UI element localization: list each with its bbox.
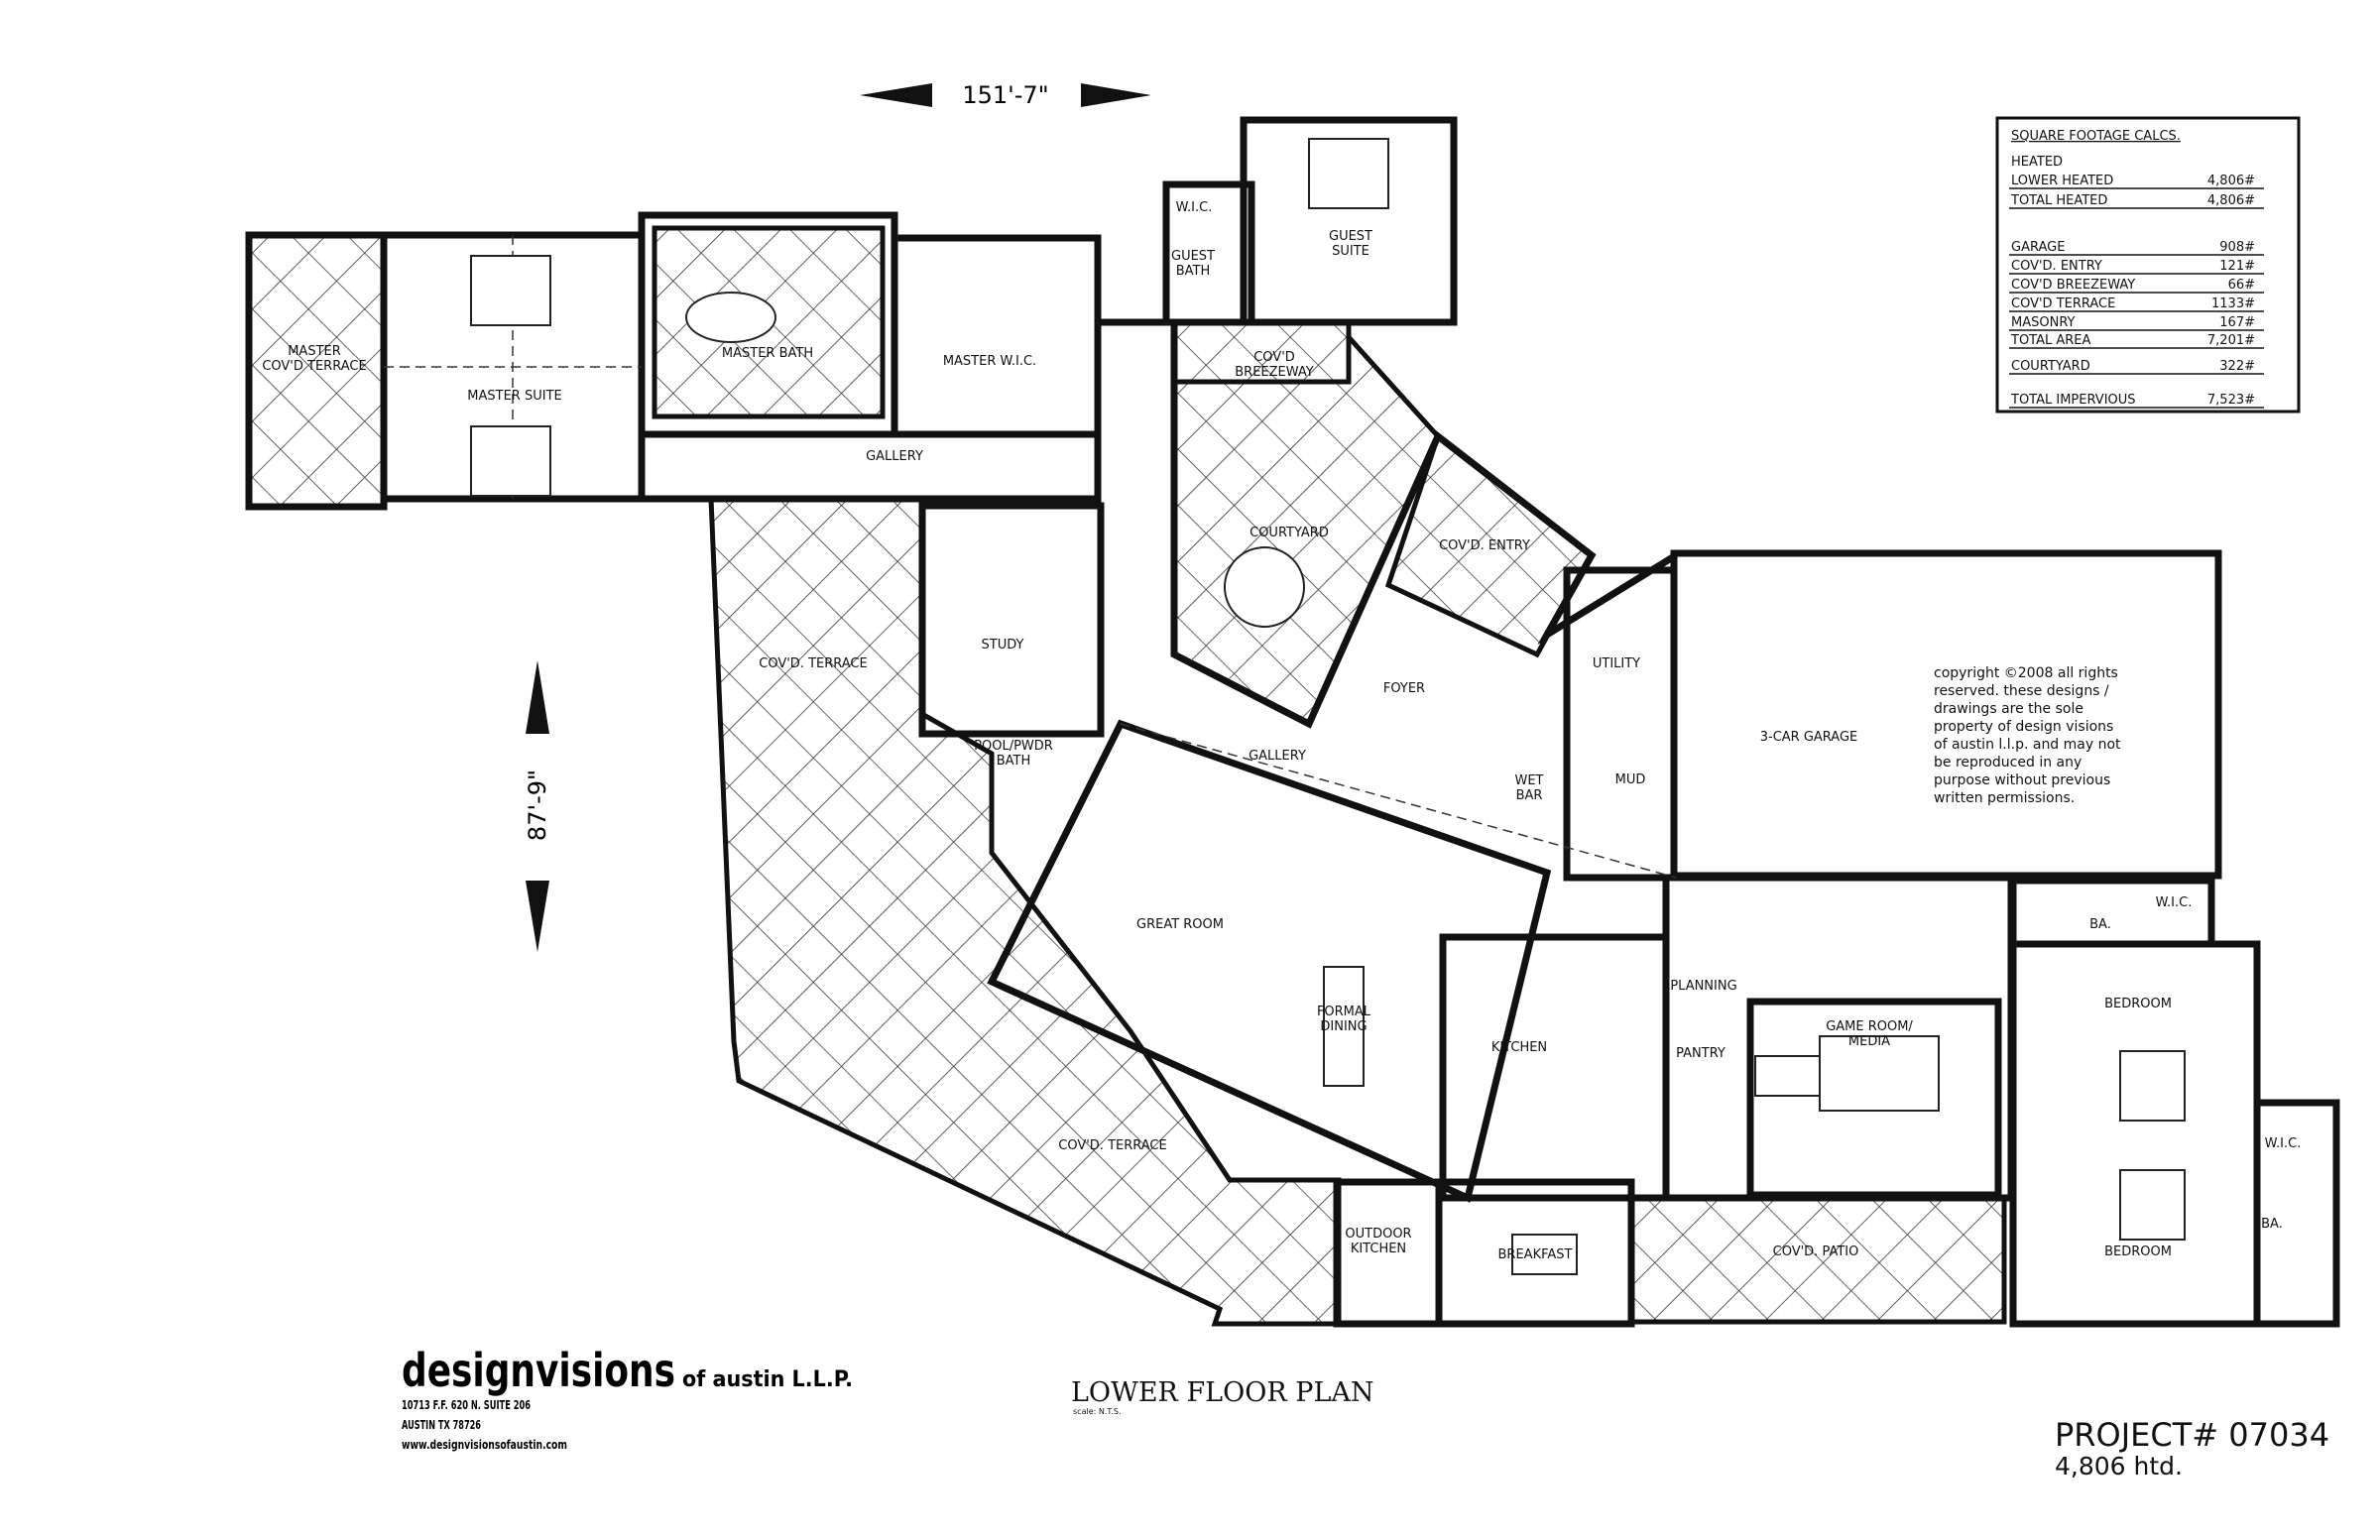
room-label-ba: BA. (2089, 917, 2111, 932)
sqft-row-value: 7,523# (2207, 393, 2255, 408)
room-label-study: STUDY (982, 638, 1024, 652)
room-label-kitchen: KITCHEN (1491, 1040, 1547, 1055)
room-label-bedroom: BEDROOM (2104, 997, 2172, 1011)
sqft-table-title: SQUARE FOOTAGE CALCS. (2011, 129, 2181, 144)
room-label-guest-bath: GUEST (1171, 249, 1215, 264)
copyright-note: copyright ©2008 all rights reserved. thes… (1934, 665, 2121, 806)
room-label-mud: MUD (1615, 772, 1646, 787)
room-label-courtyard: COURTYARD (1250, 526, 1329, 540)
sqft-row-label: COV'D TERRACE (2011, 296, 2115, 311)
plan-scale: scale: N.T.S. (1073, 1407, 1121, 1416)
copyright-line: copyright ©2008 all rights (1934, 665, 2118, 681)
room-label-great-room: GREAT ROOM (1136, 917, 1224, 932)
room-label-master-cov-d-terrace: COV'D TERRACE (262, 359, 366, 374)
sqft-row-label: GARAGE (2011, 240, 2065, 255)
arrow-right-icon (1081, 83, 1151, 107)
arrow-up-icon (526, 660, 549, 734)
room-label-pool-pwdr-bath: POOL/PWDR (974, 739, 1053, 754)
room-label-game-room-media: GAME ROOM/ (1826, 1019, 1913, 1034)
sqft-row-label: TOTAL AREA (2010, 333, 2091, 348)
furniture (470, 138, 2186, 1275)
room-label-guest-suite: SUITE (1332, 244, 1369, 259)
sqft-table-section: HEATED (2011, 155, 2063, 170)
room-label-breakfast: BREAKFAST (1498, 1247, 1573, 1262)
room-label-formal-dining: FORMAL (1317, 1005, 1371, 1019)
room-label-game-room-media: MEDIA (1848, 1034, 1890, 1049)
copyright-line: property of design visions (1934, 719, 2113, 735)
copyright-line: be reproduced in any (1934, 755, 2082, 770)
room-label-planning: PLANNING (1670, 979, 1736, 994)
room-label-cov-d-breezeway: COV'D (1253, 350, 1295, 365)
sqft-table: SQUARE FOOTAGE CALCS. HEATED LOWER HEATE… (1995, 116, 2301, 414)
room-label-w-i-c: W.I.C. (1176, 200, 1213, 215)
plan-title: LOWER FLOOR PLAN (1071, 1377, 1374, 1408)
room-label-cov-d-terrace: COV'D. TERRACE (759, 656, 867, 671)
room-label-formal-dining: DINING (1320, 1019, 1367, 1034)
room-label-master-cov-d-terrace: MASTER (288, 344, 341, 359)
room-label-outdoor-kitchen: OUTDOOR (1345, 1227, 1411, 1242)
copyright-line: reserved. these designs / (1934, 683, 2109, 699)
heated-area: 4,806 htd. (2055, 1452, 2183, 1481)
room-label-w-i-c: W.I.C. (2156, 895, 2193, 910)
sqft-row-label: COURTYARD (2011, 359, 2090, 374)
firm-address-line1: 10713 F.F. 620 N. SUITE 206 (402, 1398, 531, 1412)
room-label-cov-d-breezeway: BREEZEWAY (1235, 365, 1314, 380)
sqft-row-label: COV'D. ENTRY (2011, 259, 2102, 274)
room-label-wet-bar: BAR (1516, 788, 1543, 803)
room-label-pool-pwdr-bath: BATH (997, 754, 1031, 769)
room-label-3-car-garage: 3-CAR GARAGE (1760, 730, 1858, 745)
copyright-line: purpose without previous (1934, 772, 2110, 788)
room-label-guest-bath: BATH (1176, 264, 1211, 279)
room-label-cov-d-terrace: COV'D. TERRACE (1058, 1138, 1166, 1153)
sqft-row-label: MASONRY (2011, 315, 2076, 330)
room-label-ba: BA. (2261, 1217, 2283, 1232)
room-label-w-i-c: W.I.C. (2265, 1136, 2302, 1151)
sqft-row-value: 121# (2219, 259, 2255, 274)
sqft-row-value: 167# (2219, 315, 2255, 330)
firm-logo: designvisions of austin L.L.P. 10713 F.F… (402, 1344, 853, 1452)
room-label-gallery: GALLERY (1249, 749, 1306, 764)
room-label-master-bath: MASTER BATH (722, 346, 813, 361)
walls (245, 116, 2340, 1328)
copyright-line: drawings are the sole (1934, 701, 2083, 717)
sqft-row-value: 908# (2219, 240, 2255, 255)
copyright-line: of austin l.l.p. and may not (1934, 737, 2121, 753)
room-label-outdoor-kitchen: KITCHEN (1351, 1242, 1406, 1256)
logo-sub: of austin L.L.P. (682, 1367, 853, 1392)
room-label-bedroom: BEDROOM (2104, 1244, 2172, 1259)
sqft-row-label: COV'D BREEZEWAY (2011, 278, 2135, 293)
sqft-row-value: 66# (2228, 278, 2255, 293)
width-dimension-label: 151'-7" (962, 81, 1048, 109)
firm-address-line2: AUSTIN TX 78726 (402, 1418, 481, 1432)
firm-website: www.designvisionsofaustin.com (402, 1438, 567, 1452)
covd-patio-area (1628, 1195, 2007, 1325)
room-label-pantry: PANTRY (1676, 1046, 1726, 1061)
logo-main: designvisions (402, 1344, 675, 1397)
room-label-master-w-i-c: MASTER W.I.C. (943, 354, 1036, 369)
room-label-guest-suite: GUEST (1329, 229, 1372, 244)
copyright-line: written permissions. (1934, 790, 2075, 806)
sqft-row-label: TOTAL HEATED (2010, 193, 2107, 208)
sqft-row-value: 322# (2219, 359, 2255, 374)
arrow-left-icon (860, 83, 932, 107)
project-number: PROJECT# 07034 (2055, 1416, 2329, 1454)
depth-dimension-label: 87'-9" (524, 770, 551, 841)
sqft-row-value: 7,201# (2207, 333, 2255, 348)
room-label-cov-d-entry: COV'D. ENTRY (1439, 538, 1530, 553)
room-label-gallery: GALLERY (866, 449, 923, 464)
width-dimension: 151'-7" (860, 81, 1151, 109)
sqft-row-value: 4,806# (2207, 193, 2255, 208)
arrow-down-icon (526, 881, 549, 952)
sqft-row-label: LOWER HEATED (2011, 174, 2113, 188)
sqft-row-value: 4,806# (2207, 174, 2255, 188)
room-label-utility: UTILITY (1593, 656, 1640, 671)
sqft-row-label: TOTAL IMPERVIOUS (2010, 393, 2136, 408)
room-label-wet-bar: WET (1514, 773, 1543, 788)
room-label-foyer: FOYER (1383, 681, 1425, 696)
sqft-row-value: 1133# (2211, 296, 2255, 311)
room-label-cov-d-patio: COV'D. PATIO (1773, 1244, 1859, 1259)
depth-dimension: 87'-9" (524, 660, 551, 952)
room-label-master-suite: MASTER SUITE (467, 389, 561, 404)
